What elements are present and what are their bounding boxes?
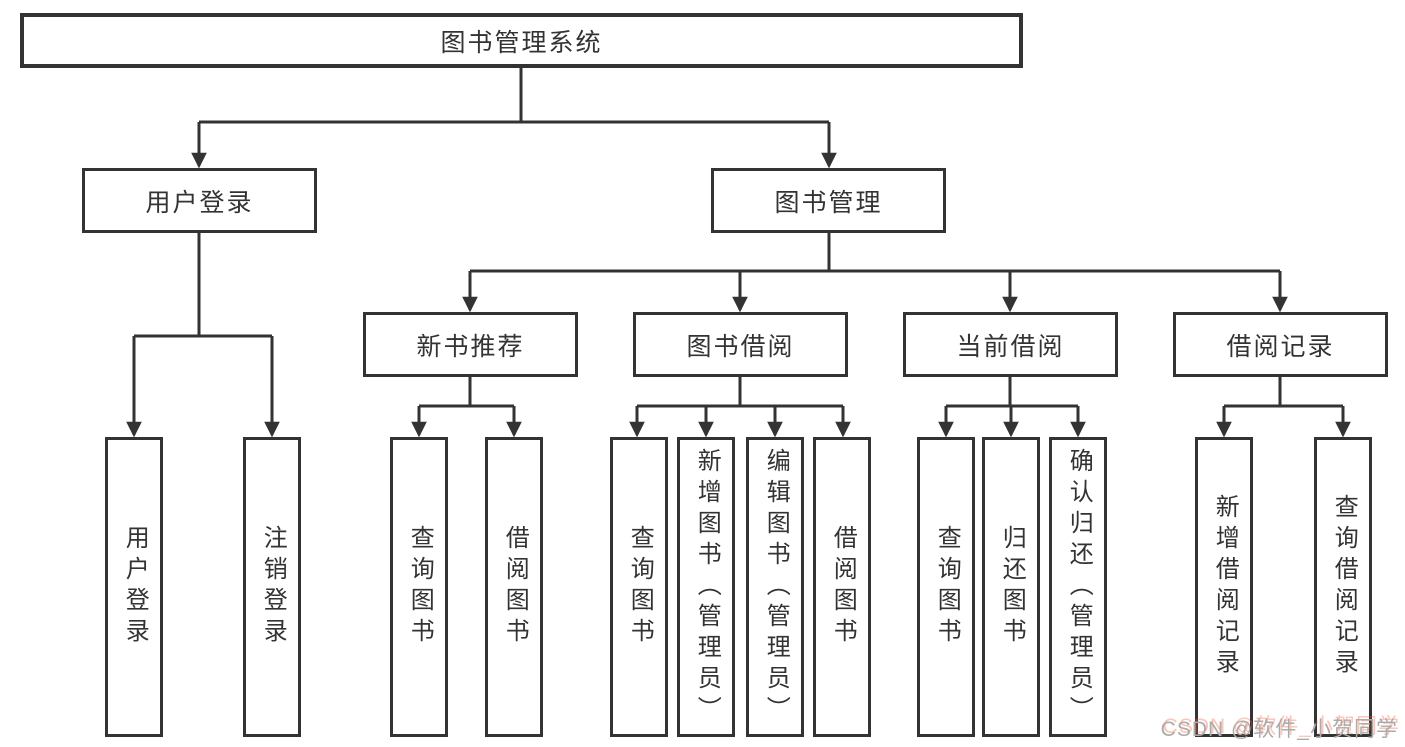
leaf-add-borrow-record: 新增借阅记录 bbox=[1195, 437, 1253, 737]
node-book-borrow: 图书借阅 bbox=[633, 312, 848, 377]
node-label: 新增借阅记录 bbox=[1211, 494, 1239, 680]
node-current-borrow: 当前借阅 bbox=[903, 312, 1118, 377]
leaf-user-login: 用户登录 bbox=[105, 437, 163, 737]
node-library-management-system: 图书管理系统 bbox=[20, 13, 1023, 68]
csdn-watermark: CSDN @软件_小贺同学 bbox=[1160, 718, 1398, 741]
node-label: 图书管理 bbox=[774, 188, 883, 217]
leaf-query-books-current: 查询图书 bbox=[917, 437, 975, 737]
node-label: 查询图书 bbox=[933, 525, 961, 649]
leaf-confirm-return-admin: 确认归还（管理员） bbox=[1049, 437, 1107, 737]
leaf-borrow-books: 借阅图书 bbox=[813, 437, 871, 737]
leaf-add-books-admin: 新增图书（管理员） bbox=[677, 437, 735, 737]
node-label: 用户登录 bbox=[121, 525, 149, 649]
node-label: 当前借阅 bbox=[956, 332, 1065, 361]
node-label: 编辑图书（管理员） bbox=[762, 447, 790, 727]
leaf-return-books: 归还图书 bbox=[982, 437, 1040, 737]
node-label: 注销登录 bbox=[259, 525, 287, 649]
node-label: 借阅图书 bbox=[501, 525, 529, 649]
leaf-logout: 注销登录 bbox=[243, 437, 301, 737]
node-label: 用户登录 bbox=[145, 188, 254, 217]
node-label: 图书管理系统 bbox=[440, 28, 603, 57]
leaf-query-books-borrow: 查询图书 bbox=[610, 437, 668, 737]
node-borrow-records: 借阅记录 bbox=[1173, 312, 1388, 377]
node-label: 查询图书 bbox=[626, 525, 654, 649]
node-label: 新增图书（管理员） bbox=[693, 447, 721, 727]
leaf-borrow-books-recommend: 借阅图书 bbox=[485, 437, 543, 737]
node-user-login: 用户登录 bbox=[82, 168, 317, 233]
node-label: 确认归还（管理员） bbox=[1065, 447, 1093, 727]
node-label: 查询借阅记录 bbox=[1330, 494, 1358, 680]
leaf-edit-books-admin: 编辑图书（管理员） bbox=[746, 437, 804, 737]
leaf-query-books-recommend: 查询图书 bbox=[390, 437, 448, 737]
node-label: 归还图书 bbox=[998, 525, 1026, 649]
node-label: 借阅记录 bbox=[1226, 332, 1335, 361]
node-label: 借阅图书 bbox=[829, 525, 857, 649]
node-label: 查询图书 bbox=[406, 525, 434, 649]
node-label: 图书借阅 bbox=[686, 332, 795, 361]
leaf-query-borrow-record: 查询借阅记录 bbox=[1314, 437, 1372, 737]
node-new-book-recommend: 新书推荐 bbox=[363, 312, 578, 377]
node-label: 新书推荐 bbox=[416, 332, 525, 361]
node-book-management: 图书管理 bbox=[711, 168, 946, 233]
